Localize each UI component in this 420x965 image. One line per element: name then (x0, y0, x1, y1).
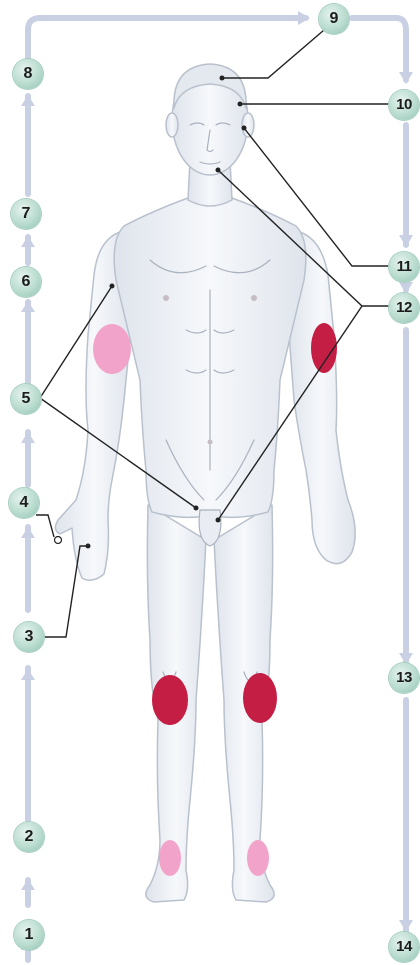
path-segment-9-10 (352, 18, 406, 80)
leader-4 (36, 515, 54, 537)
arrow-down-icon (399, 235, 413, 247)
label-10: 10 (389, 90, 419, 120)
label-5: 5 (11, 384, 41, 414)
leader-dot (216, 518, 221, 523)
leader-dot (242, 126, 247, 131)
arrow-up-icon (21, 669, 35, 680)
nipple-left (163, 295, 169, 301)
leader-dot (86, 544, 91, 549)
label-9: 9 (319, 4, 349, 34)
label-8: 8 (13, 59, 43, 89)
arrow-up-icon (21, 301, 35, 312)
nipple-right (251, 295, 257, 301)
arrow-up-icon (21, 527, 35, 538)
label-11: 11 (389, 252, 419, 282)
site-left-ankle-light (159, 840, 181, 876)
human-body-figure (55, 64, 355, 902)
label-1: 1 (14, 920, 44, 950)
path-segment-8-9 (28, 18, 306, 58)
navel (208, 440, 213, 445)
label-3: 3 (14, 622, 44, 652)
arrow-up-icon (21, 432, 35, 443)
label-7: 7 (11, 199, 41, 229)
leader-dot (55, 537, 62, 544)
arrow-right-icon (298, 11, 310, 25)
arrow-down-icon (399, 920, 413, 932)
arrow-up-icon (21, 236, 35, 247)
leader-dot (220, 76, 225, 81)
label-6: 6 (11, 267, 41, 297)
leader-dot (110, 284, 115, 289)
site-left-forearm-light (93, 324, 131, 374)
label-12: 12 (389, 293, 419, 323)
leader-dot (238, 102, 243, 107)
label-14: 14 (389, 932, 419, 962)
ear-left (166, 113, 178, 137)
arrow-up-icon (21, 95, 35, 106)
label-13: 13 (389, 663, 419, 693)
arrow-down-icon (399, 72, 413, 84)
site-right-knee-dark (243, 673, 277, 723)
label-2: 2 (14, 822, 44, 852)
arrow-up-icon (21, 879, 35, 890)
leader-dot (216, 168, 221, 173)
site-right-ankle-light (247, 840, 269, 876)
site-left-knee-dark (152, 675, 188, 725)
leader-dot (194, 506, 199, 511)
label-4: 4 (9, 488, 39, 518)
